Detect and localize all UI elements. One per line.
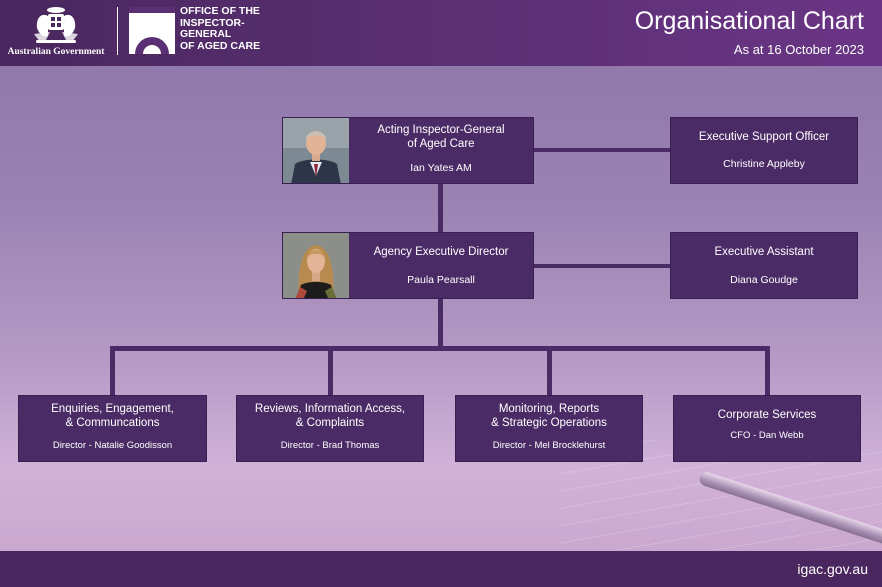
igac-logo-icon [129, 7, 175, 54]
branch-title-1: Reviews, Information Access, [254, 403, 406, 415]
footer-url[interactable]: igac.gov.au [797, 561, 868, 577]
branch-director: Director - Mel Brocklehurst [492, 440, 606, 451]
branch-box-corporate: Corporate Services CFO - Dan Webb [673, 395, 861, 462]
connector-line [110, 346, 115, 396]
connector-line [547, 346, 552, 396]
inspector-title-1: Acting Inspector-General [377, 124, 505, 136]
connector-line [533, 264, 671, 268]
branch-title-1: Corporate Services [717, 409, 817, 421]
director-name: Paula Pearsall [407, 274, 475, 286]
assistant-name: Diana Goudge [730, 274, 798, 286]
support-name: Christine Appleby [723, 158, 805, 170]
director-photo [283, 233, 349, 298]
connector-line [328, 346, 333, 396]
agency-line: OFFICE OF THE [180, 5, 260, 17]
branch-title-1: Enquiries, Engagement, [51, 403, 174, 415]
agency-line: INSPECTOR- [180, 16, 245, 29]
assistant-title: Executive Assistant [714, 246, 814, 258]
branch-title-2: & Strategic Operations [491, 417, 607, 429]
connector-line [110, 346, 770, 351]
inspector-photo [283, 118, 349, 183]
header-divider [117, 7, 118, 55]
director-title: Agency Executive Director [373, 246, 509, 258]
branch-director: Director - Brad Thomas [280, 440, 380, 451]
agency-line: OF AGED CARE [180, 39, 261, 52]
inspector-general-box: Acting Inspector-General of Aged Care Ia… [282, 117, 534, 184]
connector-line [533, 148, 671, 152]
director-text: Agency Executive Director Paula Pearsall [349, 245, 533, 286]
australian-government-logo: Australian Government [6, 4, 106, 60]
coat-of-arms-icon [34, 7, 78, 43]
branch-box-reviews: Reviews, Information Access, & Complaint… [236, 395, 424, 462]
branch-box-monitoring: Monitoring, Reports & Strategic Operatio… [455, 395, 643, 462]
footer: igac.gov.au [0, 551, 882, 587]
branch-title-2: & Complaints [295, 417, 365, 429]
page-title: Organisational Chart [634, 7, 864, 35]
branch-director: Director - Natalie Goodisson [52, 440, 173, 451]
branch-box-enquiries: Enquiries, Engagement, & Communcations D… [18, 395, 207, 462]
inspector-title-2: of Aged Care [407, 138, 475, 150]
executive-assistant-box: Executive Assistant Diana Goudge [670, 232, 858, 299]
agency-name: OFFICE OF THE INSPECTOR- GENERAL OF AGED… [180, 5, 290, 52]
page-date: As at 16 October 2023 [733, 42, 864, 57]
support-title: Executive Support Officer [698, 131, 830, 143]
connector-line [765, 346, 770, 396]
branch-director: CFO - Dan Webb [730, 430, 804, 441]
connector-line [438, 298, 443, 348]
header: Australian Government OFFICE OF THE INSP… [0, 0, 882, 66]
executive-director-box: Agency Executive Director Paula Pearsall [282, 232, 534, 299]
gov-label: Australian Government [7, 47, 105, 57]
inspector-name: Ian Yates AM [410, 162, 472, 174]
agency-line: GENERAL [180, 28, 232, 41]
connector-line [438, 183, 443, 235]
branch-title-2: & Communcations [65, 417, 160, 429]
branch-title-1: Monitoring, Reports [498, 403, 600, 415]
support-officer-box: Executive Support Officer Christine Appl… [670, 117, 858, 184]
inspector-text: Acting Inspector-General of Aged Care Ia… [349, 123, 533, 174]
